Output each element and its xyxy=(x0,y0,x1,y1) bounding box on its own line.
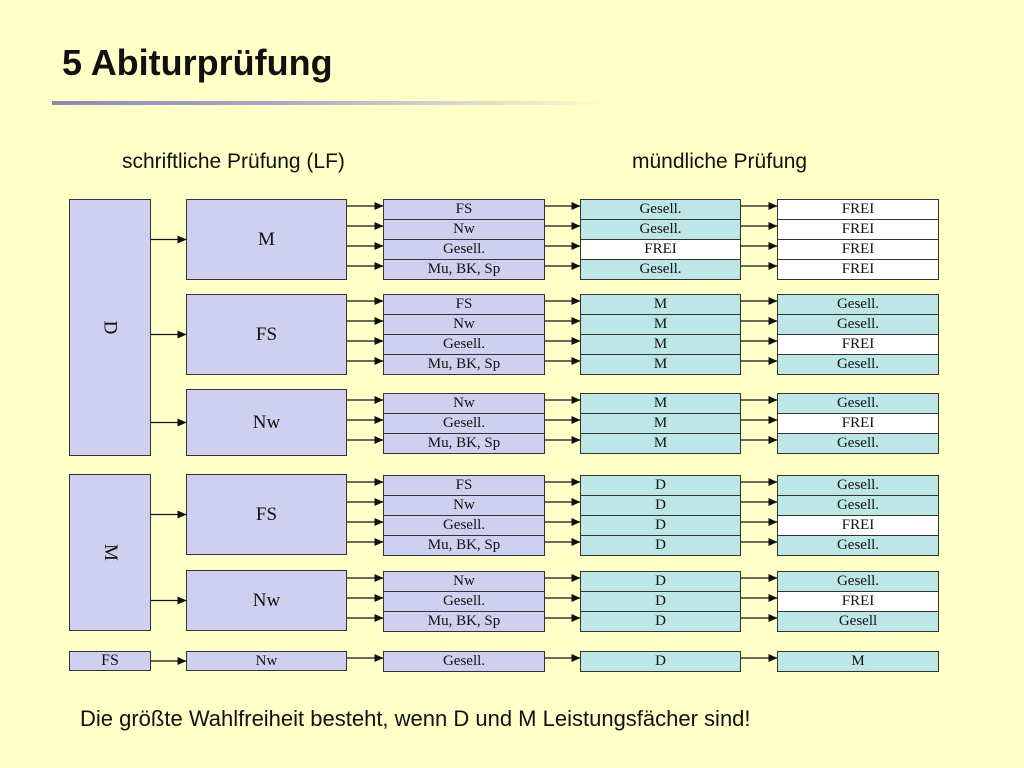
fifth-subject-cell: Gesell. xyxy=(777,393,939,414)
third-subject-cell: Nw xyxy=(383,393,545,414)
lf2-box: Nw xyxy=(186,570,347,631)
heading-written-exam: schriftliche Prüfung (LF) xyxy=(122,150,345,173)
footer-note: Die größte Wahlfreiheit besteht, wenn D … xyxy=(80,706,751,731)
lf2-box: FS xyxy=(186,294,347,375)
third-subject-cell: Mu, BK, Sp xyxy=(383,354,545,375)
lf1-box-label: D xyxy=(99,320,121,335)
slide-title: 5 Abiturprüfung xyxy=(62,42,333,83)
fourth-subject-cell: D xyxy=(580,651,741,672)
third-subject-cell: Nw xyxy=(383,219,545,240)
fourth-subject-cell: M xyxy=(580,413,741,434)
lf1-box-label: M xyxy=(99,544,121,561)
third-subject-cell: Nw xyxy=(383,314,545,335)
fifth-subject-cell: Gesell. xyxy=(777,294,939,315)
fourth-subject-cell: Gesell. xyxy=(580,199,741,220)
third-subject-cell: Mu, BK, Sp xyxy=(383,433,545,454)
fifth-subject-cell: FREI xyxy=(777,239,939,260)
fifth-subject-cell: Gesell. xyxy=(777,495,939,516)
third-subject-cell: Gesell. xyxy=(383,239,545,260)
fourth-subject-cell: Gesell. xyxy=(580,259,741,280)
fifth-subject-cell: Gesell. xyxy=(777,433,939,454)
fourth-subject-cell: D xyxy=(580,515,741,536)
lf2-box: Nw xyxy=(186,389,347,456)
fourth-subject-cell: M xyxy=(580,433,741,454)
lf1-box: D xyxy=(69,199,151,456)
fourth-subject-cell: D xyxy=(580,475,741,496)
third-subject-cell: Gesell. xyxy=(383,413,545,434)
fourth-subject-cell: Gesell. xyxy=(580,219,741,240)
fifth-subject-cell: FREI xyxy=(777,334,939,355)
title-underline xyxy=(52,101,612,105)
heading-oral-exam: mündliche Prüfung xyxy=(632,150,808,173)
fifth-subject-cell: Gesell. xyxy=(777,535,939,556)
fifth-subject-cell: Gesell. xyxy=(777,571,939,592)
fourth-subject-cell: M xyxy=(580,294,741,315)
third-subject-cell: Gesell. xyxy=(383,591,545,612)
fifth-subject-cell: FREI xyxy=(777,199,939,220)
fourth-subject-cell: D xyxy=(580,611,741,632)
fifth-subject-cell: FREI xyxy=(777,259,939,280)
fourth-subject-cell: M xyxy=(580,334,741,355)
fourth-subject-cell: D xyxy=(580,571,741,592)
fifth-subject-cell: Gesell xyxy=(777,611,939,632)
lf2-box: M xyxy=(186,199,347,280)
third-subject-cell: Mu, BK, Sp xyxy=(383,535,545,556)
lf2-box: FS xyxy=(186,474,347,555)
third-subject-cell: FS xyxy=(383,475,545,496)
lf1-box: M xyxy=(69,474,151,631)
fifth-subject-cell: FREI xyxy=(777,413,939,434)
fifth-subject-cell: Gesell. xyxy=(777,314,939,335)
third-subject-cell: Nw xyxy=(383,495,545,516)
fourth-subject-cell: D xyxy=(580,591,741,612)
third-subject-cell: Mu, BK, Sp xyxy=(383,259,545,280)
fifth-subject-cell: Gesell. xyxy=(777,475,939,496)
third-subject-cell: Mu, BK, Sp xyxy=(383,611,545,632)
fourth-subject-cell: D xyxy=(580,495,741,516)
fifth-subject-cell: M xyxy=(777,651,939,672)
third-subject-cell: Gesell. xyxy=(383,515,545,536)
third-subject-cell: Gesell. xyxy=(383,651,545,672)
third-subject-cell: Nw xyxy=(383,571,545,592)
fifth-subject-cell: FREI xyxy=(777,219,939,240)
lf2-box: Nw xyxy=(186,651,347,671)
third-subject-cell: FS xyxy=(383,199,545,220)
fourth-subject-cell: M xyxy=(580,354,741,375)
fifth-subject-cell: FREI xyxy=(777,515,939,536)
fourth-subject-cell: D xyxy=(580,535,741,556)
fourth-subject-cell: FREI xyxy=(580,239,741,260)
third-subject-cell: FS xyxy=(383,294,545,315)
fifth-subject-cell: Gesell. xyxy=(777,354,939,375)
fourth-subject-cell: M xyxy=(580,393,741,414)
third-subject-cell: Gesell. xyxy=(383,334,545,355)
lf1-box: FS xyxy=(69,651,151,671)
fourth-subject-cell: M xyxy=(580,314,741,335)
fifth-subject-cell: FREI xyxy=(777,591,939,612)
